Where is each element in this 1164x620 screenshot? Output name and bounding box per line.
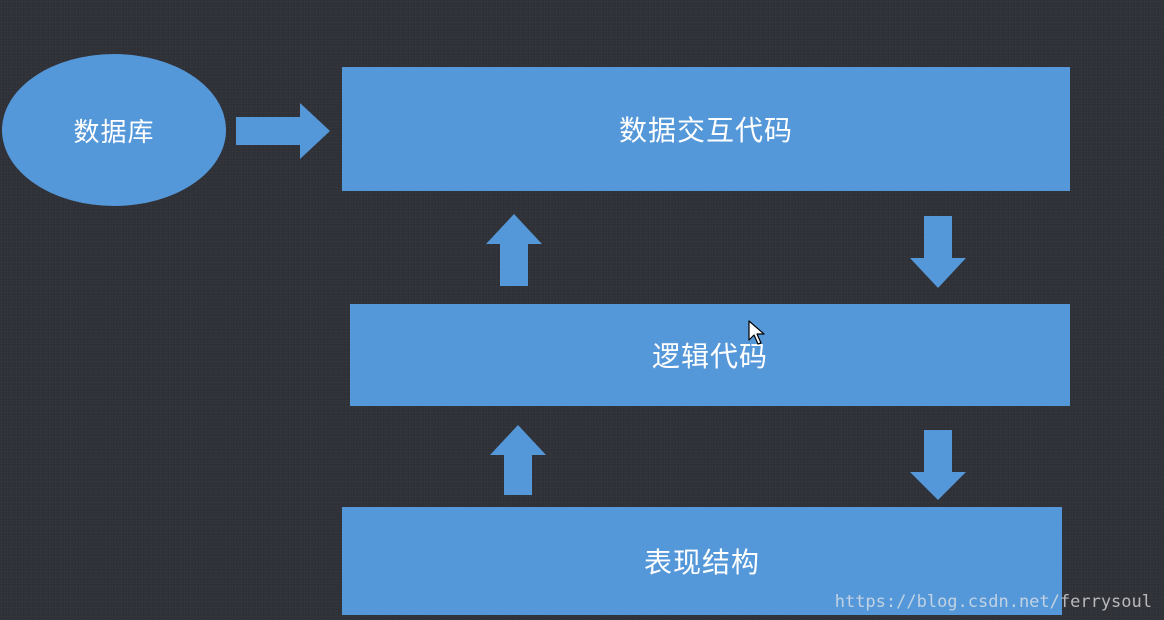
arrow-up-icon xyxy=(490,425,546,495)
mouse-pointer-icon xyxy=(748,320,766,350)
presentation-node: 表现结构 xyxy=(342,507,1062,615)
arrow-right-icon xyxy=(236,103,330,159)
logic-node: 逻辑代码 xyxy=(350,304,1070,406)
data-interaction-node: 数据交互代码 xyxy=(342,67,1070,191)
database-node: 数据库 xyxy=(2,54,226,206)
arrow-down-icon xyxy=(910,216,966,288)
arrow-up-icon xyxy=(486,214,542,286)
presentation-label: 表现结构 xyxy=(643,546,760,579)
arrow-down-icon xyxy=(910,430,966,500)
database-label: 数据库 xyxy=(73,117,155,148)
data-interaction-label: 数据交互代码 xyxy=(618,114,793,147)
watermark-text: https://blog.csdn.net/ferrysoul xyxy=(834,592,1152,612)
logic-label: 逻辑代码 xyxy=(651,340,768,373)
